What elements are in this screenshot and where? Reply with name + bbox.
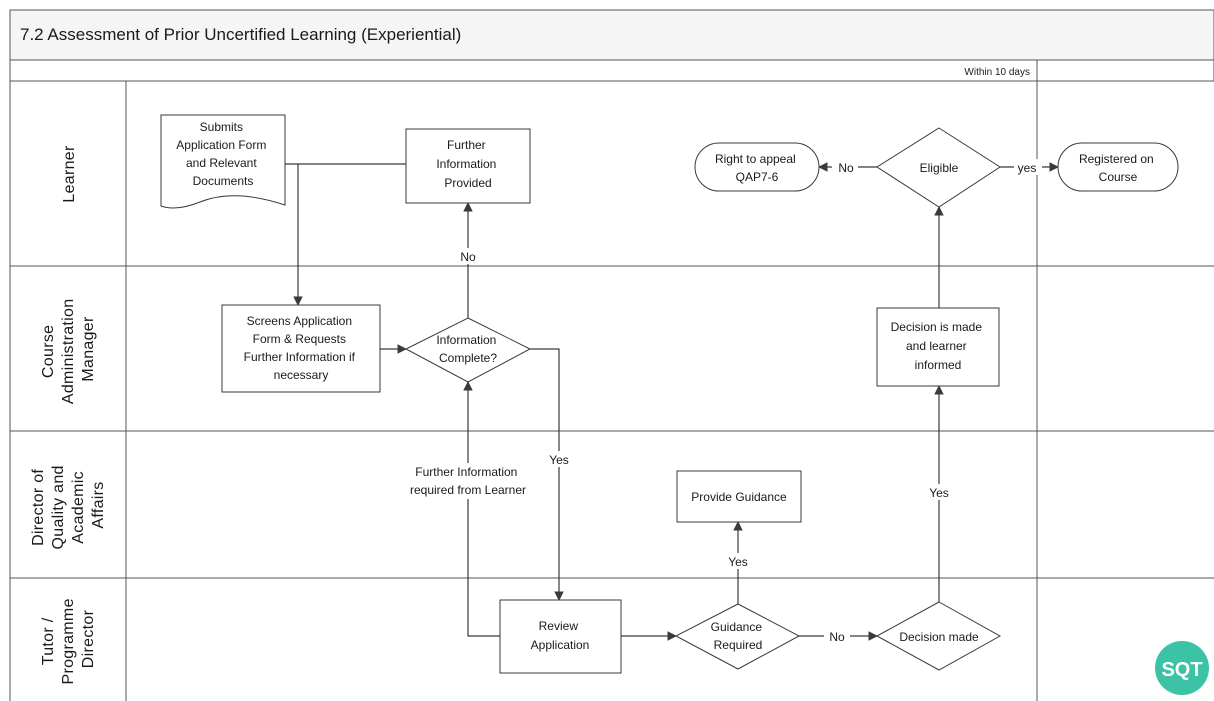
node-information-complete-decision: Information Complete? <box>404 317 532 383</box>
node-right-to-appeal: Right to appeal QAP7-6 <box>694 142 820 192</box>
swimlane-grid <box>9 81 1214 701</box>
node-decision-made: Decision made <box>875 601 1002 671</box>
edge-label-yes-eligible: yes <box>1018 161 1037 175</box>
node-review-application: Review Application <box>499 599 622 674</box>
svg-text:Review Application: Review Application <box>531 619 590 652</box>
phase-bar <box>9 59 1214 82</box>
svg-text:Further Information: Further Information Provided <box>436 138 499 190</box>
lane-learner: Learner <box>61 145 78 203</box>
svg-text:Decision is made and lea: Decision is made and learner informed <box>891 320 986 372</box>
connectors <box>285 162 1059 641</box>
svg-text:SQT: SQT <box>1161 659 1202 681</box>
lane-director-quality: Director of Quality and Academic Affairs <box>30 461 107 550</box>
diagram-title: 7.2 Assessment of Prior Uncertified Lear… <box>20 25 461 44</box>
svg-text:Decision made: Decision made <box>899 630 979 644</box>
node-eligible-decision: Eligible <box>876 127 1001 208</box>
node-provide-guidance: Provide Guidance <box>676 470 802 523</box>
svg-text:Screens Application Form: Screens Application Form & Requests Furt… <box>244 314 359 382</box>
edge-label-yes-guidance: Yes <box>728 555 748 569</box>
svg-text:Provide Guidance: Provide Guidance <box>691 490 787 504</box>
svg-text:Submits Application Form: Submits Application Form and Relevant Do… <box>176 120 269 188</box>
phase-label: Within 10 days <box>964 67 1030 78</box>
edge-label-no-guidance: No <box>829 630 845 644</box>
svg-text:Information Complete?: Information Complete? <box>436 333 499 365</box>
node-screens-application: Screens Application Form & Requests Furt… <box>221 304 381 393</box>
node-registered-on-course: Registered on Course <box>1057 142 1179 192</box>
lane-course-administration-manager: Course Administration Manager <box>40 294 97 404</box>
edge-label-further-info-required: Further Information required from Learne… <box>410 465 526 497</box>
node-submits-application: Submits Application Form and Relevant Do… <box>160 114 286 209</box>
edge-label-yes-decision: Yes <box>929 486 949 500</box>
sqt-logo: SQT <box>1155 641 1209 695</box>
node-guidance-required-decision: Guidance Required <box>674 603 801 670</box>
svg-text:Eligible: Eligible <box>920 161 959 175</box>
node-decision-made-learner-informed: Decision is made and learner informed <box>876 307 1000 387</box>
title-bar <box>9 9 1214 61</box>
edge-label-no-not-eligible: No <box>838 161 854 175</box>
edge-label-yes-complete: Yes <box>549 453 569 467</box>
svg-text:Guidance Required: Guidance Required <box>711 620 766 652</box>
edge-label-no-incomplete: No <box>460 250 476 264</box>
node-further-information-provided: Further Information Provided <box>405 128 531 204</box>
svg-text:Right to appeal QAP7-6: Right to appeal QAP7-6 <box>715 152 799 184</box>
svg-text:Registered on Course: Registered on Course <box>1079 152 1157 184</box>
lane-tutor-programme-director: Tutor / Programme Director <box>40 593 97 684</box>
